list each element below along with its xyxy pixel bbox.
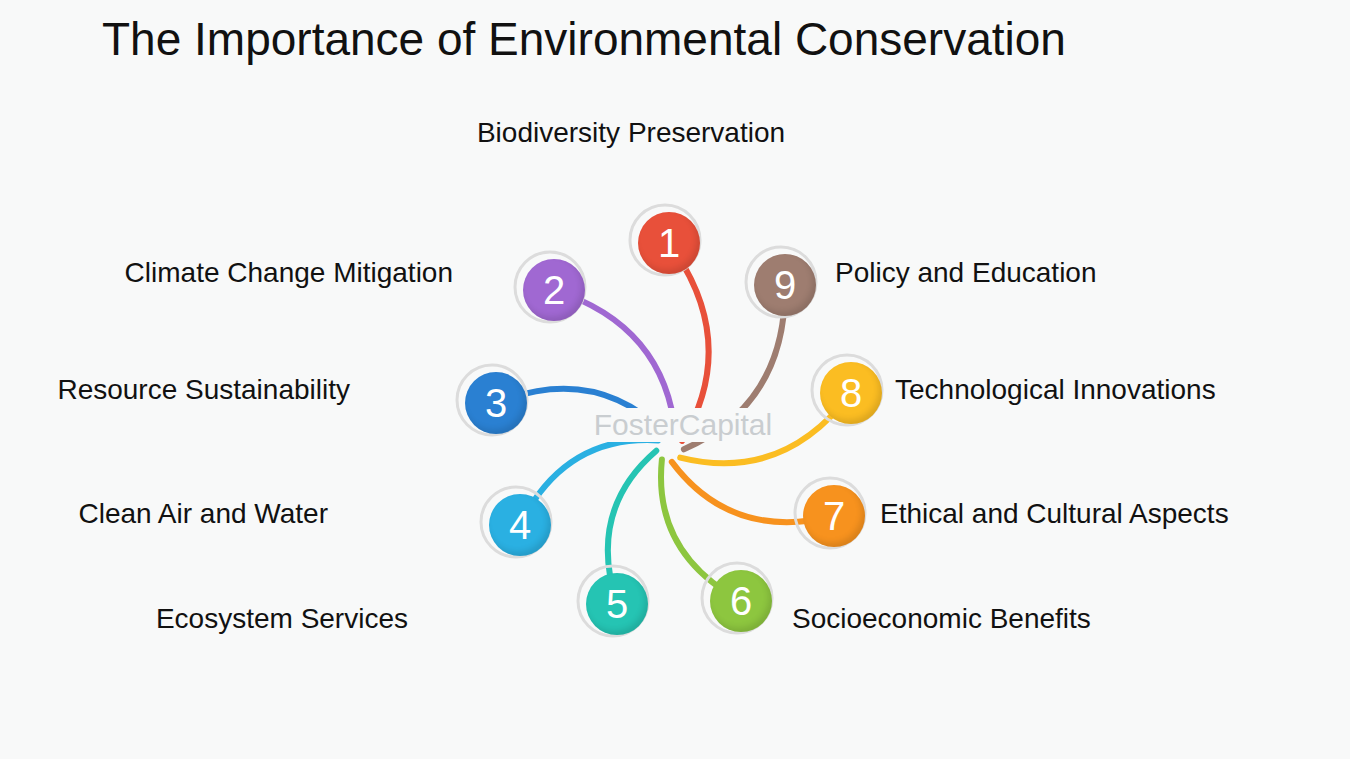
callout-number: 8 <box>840 373 862 413</box>
shadow-arc <box>702 563 772 633</box>
numbered-circle: 8Technological Innovations <box>820 362 882 424</box>
topic-label: Resource Sustainability <box>57 374 350 406</box>
diagram-title: The Importance of Environmental Conserva… <box>102 12 1066 66</box>
shadow-arc <box>795 478 865 548</box>
callout-number: 2 <box>543 270 565 310</box>
callout-number: 1 <box>658 223 680 263</box>
numbered-circle: 2Climate Change Mitigation <box>523 259 585 321</box>
callout-number: 7 <box>823 496 845 536</box>
numbered-circle: 4Clean Air and Water <box>489 494 551 556</box>
numbered-circle: 1Biodiversity Preservation <box>638 212 700 274</box>
shadow-arc <box>746 247 816 317</box>
shadow-arc <box>812 355 882 425</box>
shadow-arc <box>481 487 551 557</box>
shadow-arc <box>515 252 585 322</box>
numbered-circle: 5Ecosystem Services <box>586 573 648 635</box>
numbered-circle: 6Socioeconomic Benefits <box>710 570 772 632</box>
watermark: FosterCapital <box>590 408 776 442</box>
topic-label: Clean Air and Water <box>78 498 328 530</box>
numbered-circle: 9Policy and Education <box>754 254 816 316</box>
callout-number: 4 <box>509 505 531 545</box>
topic-label: Ethical and Cultural Aspects <box>880 498 1229 530</box>
callout-number: 6 <box>730 581 752 621</box>
callout-number: 9 <box>774 265 796 305</box>
topic-label: Policy and Education <box>835 257 1097 289</box>
topic-label: Technological Innovations <box>895 374 1216 406</box>
topic-label: Climate Change Mitigation <box>125 257 453 289</box>
topic-label: Biodiversity Preservation <box>477 117 785 149</box>
numbered-circle: 3Resource Sustainability <box>465 372 527 434</box>
topic-label: Socioeconomic Benefits <box>792 603 1091 635</box>
shadow-arc <box>457 365 527 435</box>
topic-label: Ecosystem Services <box>156 603 408 635</box>
shadow-arc <box>630 205 700 275</box>
callout-number: 5 <box>606 584 628 624</box>
shadow-arc <box>578 566 648 636</box>
numbered-circle: 7Ethical and Cultural Aspects <box>803 485 865 547</box>
callout-number: 3 <box>485 383 507 423</box>
